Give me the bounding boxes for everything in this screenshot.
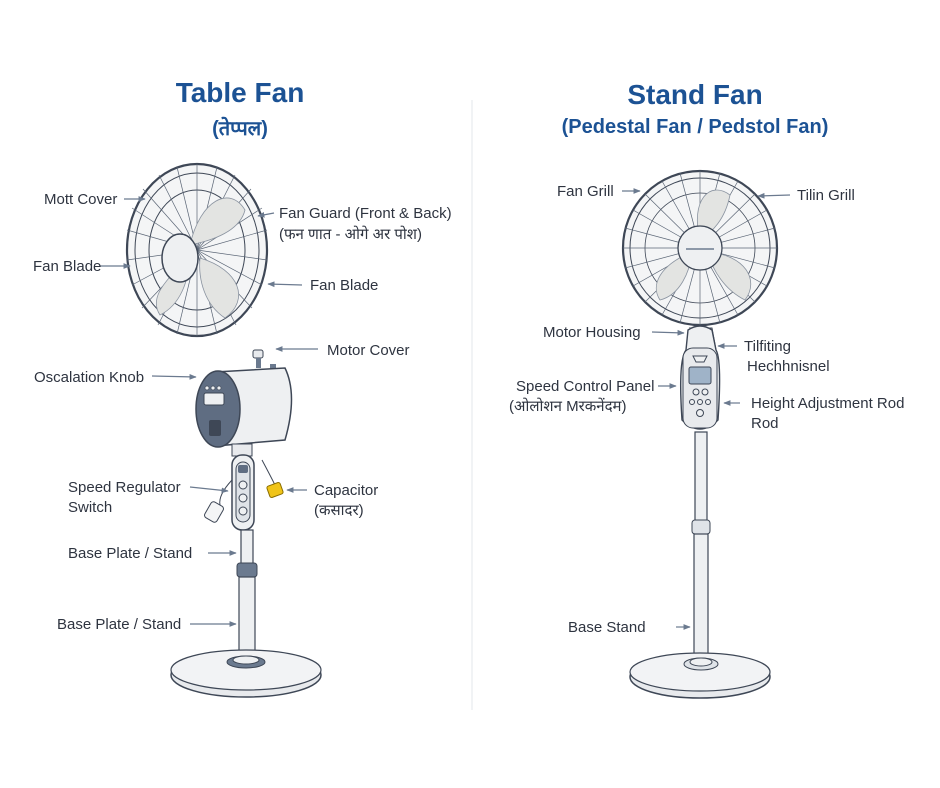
stand-fan-grill-icon bbox=[621, 169, 779, 327]
label-mott-cover: Mott Cover bbox=[44, 191, 118, 208]
label-tilting-mechanism-1: Tilfiting bbox=[744, 338, 791, 355]
label-fan-blade-left: Fan Blade bbox=[33, 258, 102, 275]
label-motor-housing: Motor Housing bbox=[543, 324, 641, 341]
panel-divider bbox=[471, 100, 473, 710]
label-base-plate-upper: Base Plate / Stand bbox=[68, 545, 193, 562]
label-speed-regulator-switch: Switch bbox=[68, 499, 113, 516]
label-fan-guard: Fan Guard (Front & Back) bbox=[279, 205, 452, 222]
label-motor-cover: Motor Cover bbox=[327, 342, 410, 359]
table-fan-motor-icon bbox=[195, 349, 293, 457]
label-tilting-mechanism-2: Hechhnisnel bbox=[747, 358, 830, 375]
label-fan-grill: Fan Grill bbox=[557, 183, 614, 200]
stand-fan-title: Stand Fan bbox=[627, 79, 763, 110]
label-capacitor-hindi: (कसादर) bbox=[314, 502, 364, 519]
stand-fan-pole-icon bbox=[629, 431, 771, 699]
label-height-adjustment-rod-2: Rod bbox=[751, 415, 779, 432]
label-height-adjustment-rod: Height Adjustment Rod bbox=[751, 395, 905, 412]
label-fan-guard-hindi: (फन णात - ओगे अर पोश) bbox=[279, 226, 422, 243]
table-fan-subtitle: (तेप्पल) bbox=[212, 118, 268, 140]
stand-fan-subtitle: (Pedestal Fan / Pedstol Fan) bbox=[561, 116, 829, 138]
label-speed-control-panel: Speed Control Panel bbox=[516, 378, 655, 395]
table-fan-regulator-icon bbox=[204, 454, 284, 531]
label-speed-control-panel-hindi: (ओलोशन Mरकनेंदम) bbox=[509, 398, 627, 415]
stand-fan-control-body-icon bbox=[679, 325, 721, 430]
label-oscillation-knob: Oscalation Knob bbox=[34, 369, 145, 386]
table-fan-title: Table Fan bbox=[175, 77, 305, 108]
label-tilin-grill: Tilin Grill bbox=[797, 187, 855, 204]
label-fan-blade-right: Fan Blade bbox=[310, 277, 379, 294]
label-base-stand: Base Stand bbox=[568, 619, 646, 636]
label-base-plate-lower: Base Plate / Stand bbox=[57, 616, 182, 633]
table-fan-stand-icon bbox=[170, 529, 322, 698]
table-fan-guard-icon bbox=[125, 162, 269, 338]
label-speed-regulator: Speed Regulator bbox=[68, 479, 181, 496]
label-capacitor: Capacitor bbox=[314, 482, 379, 499]
